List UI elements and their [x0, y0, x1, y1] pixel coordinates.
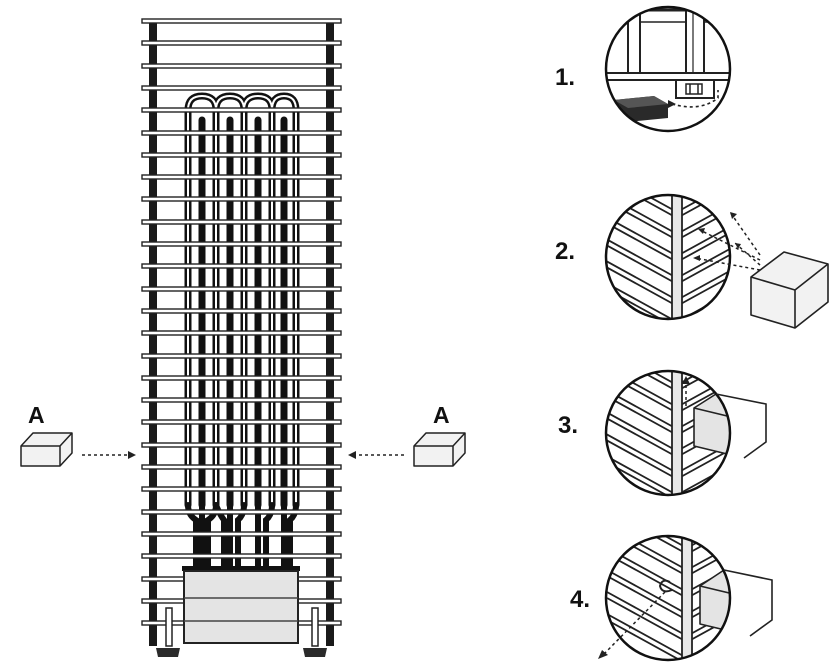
foot-right [303, 648, 327, 657]
stone-racks [141, 18, 342, 626]
stone-right-icon [413, 432, 466, 467]
heater-unit [141, 18, 342, 657]
rack-bar [141, 419, 342, 425]
rack-bar [141, 375, 342, 381]
detail-circle-3 [604, 369, 767, 497]
rack-bar [141, 130, 342, 136]
rack-bar [141, 107, 342, 113]
terminal-box-top [182, 566, 300, 571]
stone-box-outer-3 [715, 393, 767, 459]
rack-bar [141, 553, 342, 559]
rack-bar [141, 219, 342, 225]
rack-bar [141, 509, 342, 515]
rack-bar [141, 397, 342, 403]
step-label-1: 1. [555, 64, 576, 91]
rack-chevron [606, 619, 730, 660]
stone-left-icon [20, 432, 73, 467]
foot-left [156, 648, 180, 657]
detail-circle-4 [598, 534, 773, 662]
rack-bar [141, 464, 342, 470]
detail-circle-1 [604, 5, 732, 133]
step-label-2: 2. [555, 238, 576, 265]
stone-label-left: A [28, 402, 45, 428]
rack-bar [141, 196, 342, 202]
step-label-4: 4. [570, 586, 591, 613]
rack-chevron [606, 456, 730, 495]
rack-bar [141, 353, 342, 359]
rack-bar [141, 442, 342, 448]
leg-left [165, 607, 173, 647]
rack-bar [141, 40, 342, 46]
rack-bar [141, 531, 342, 537]
rack-bar [141, 63, 342, 69]
leg-right [311, 607, 319, 647]
rack-bar [141, 152, 342, 158]
stone-label-right: A [433, 402, 450, 428]
detail-circle-2 [604, 193, 829, 329]
terminal-box [183, 570, 299, 644]
arrow-right-to-heater [348, 451, 404, 459]
rack-bar [141, 330, 342, 336]
rack-bar [141, 263, 342, 269]
stone-box-icon-2 [750, 251, 829, 329]
rack-bar [141, 286, 342, 292]
rack-bar [141, 174, 342, 180]
rack-bar [141, 241, 342, 247]
rack-bar [141, 85, 342, 91]
step-label-3: 3. [558, 412, 579, 439]
rack-bar [141, 486, 342, 492]
rack-bar [141, 18, 342, 24]
rack-chevron [606, 450, 730, 495]
rack-chevron [606, 277, 730, 319]
rack-bar [141, 308, 342, 314]
arrow-left-to-heater [82, 451, 136, 459]
